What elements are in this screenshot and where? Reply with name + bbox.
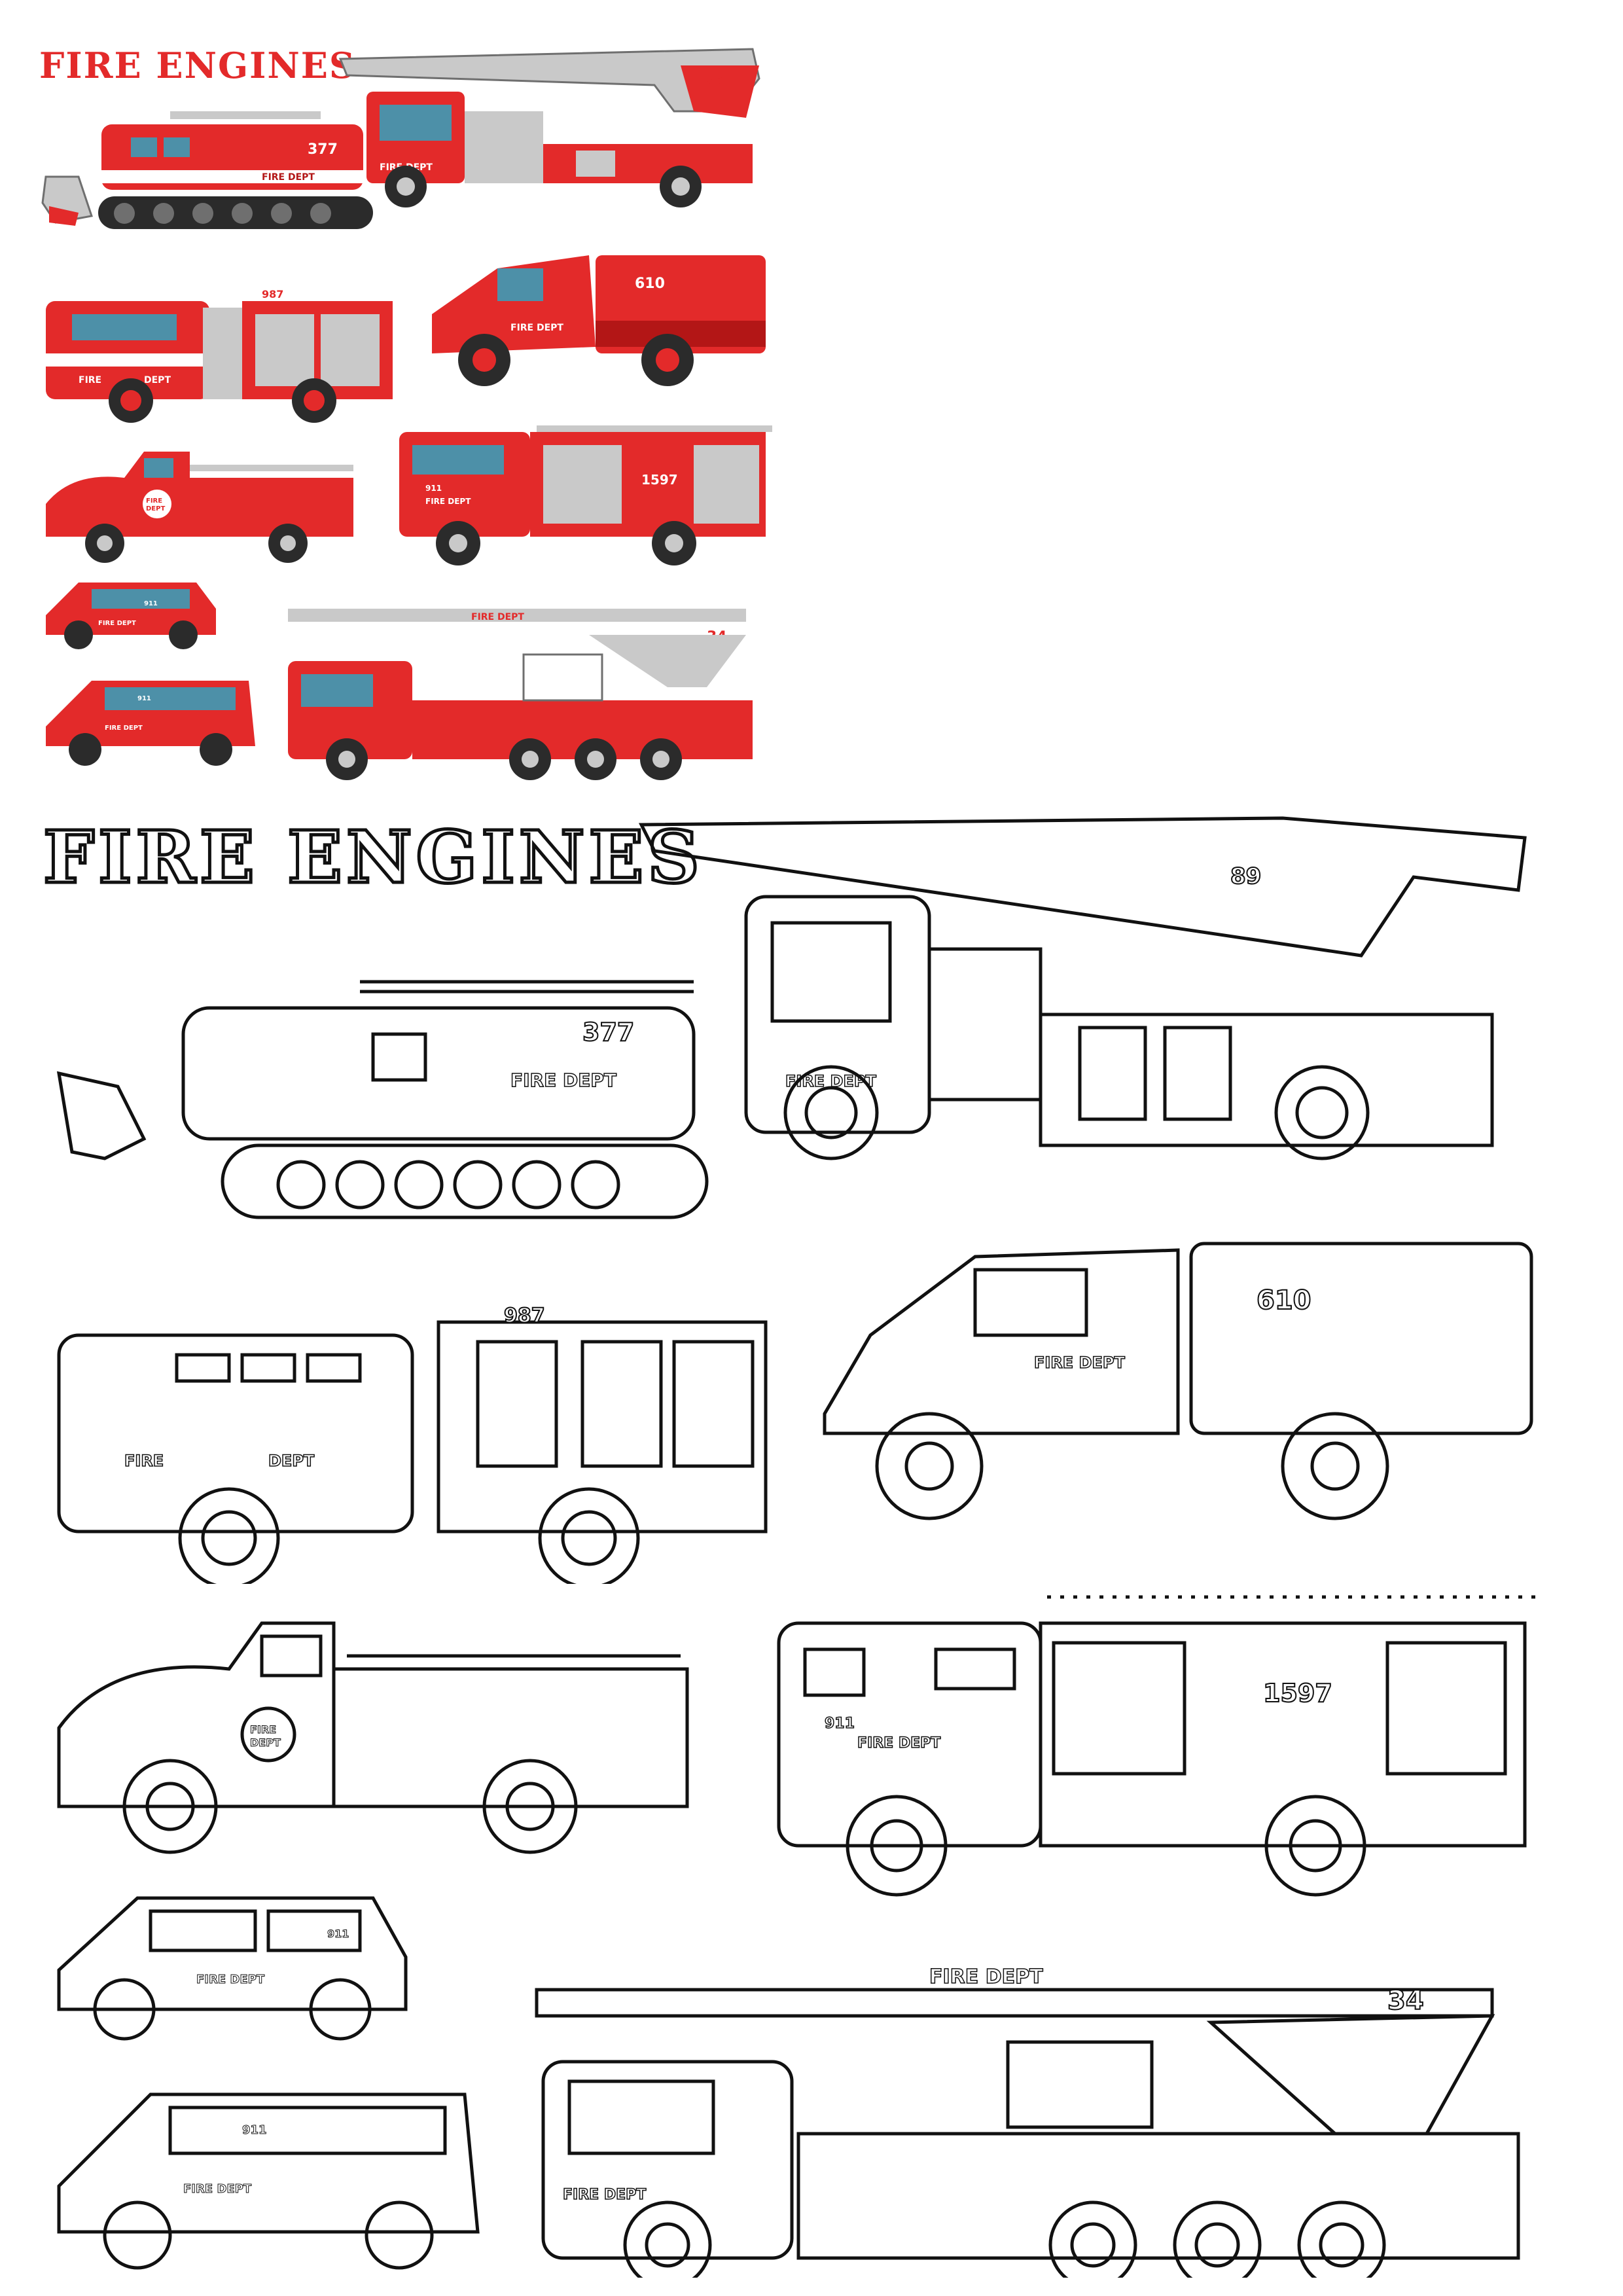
label-fire-dept: FIRE DEPT xyxy=(183,2182,252,2196)
classic-fire-truck-outline: FIRE DEPT xyxy=(46,1597,700,1859)
label-911: 911 xyxy=(825,1715,855,1732)
fire-van-color: 911 FIRE DEPT xyxy=(39,668,262,772)
label-fire-dept: FIRE DEPT xyxy=(105,725,143,732)
label-987: 987 xyxy=(504,1304,545,1327)
tracked-fire-vehicle-outline: 377 FIRE DEPT xyxy=(46,942,726,1230)
wildland-engine-icon: 610 FIRE DEPT xyxy=(432,255,766,386)
wildland-610-color: 610 FIRE DEPT xyxy=(419,242,772,393)
classic-fire-truck-icon: FIRE DEPT xyxy=(57,1621,689,1854)
label-fire-dept: FIRE DEPT xyxy=(425,497,471,506)
tracked-fire-vehicle-icon: 377 FIRE DEPT xyxy=(56,980,709,1219)
label-911: 911 xyxy=(137,695,151,702)
label-377: 377 xyxy=(308,141,338,158)
label-dept: DEPT xyxy=(146,505,165,512)
label-fire-dept: FIRE DEPT xyxy=(857,1735,940,1751)
pumper-engine-icon: 987 FIRE DEPT xyxy=(57,1304,768,1584)
page-title-outline: FIRE ENGINES xyxy=(42,814,704,901)
label-fire-dept: FIRE DEPT xyxy=(471,612,524,622)
rescue-truck-icon: 1597 911 FIRE DEPT xyxy=(399,425,772,565)
fire-van-outline: 911 FIRE DEPT xyxy=(46,2068,491,2278)
aerial-ladder-truck-icon: 89 FIRE DEPT xyxy=(638,816,1527,1160)
aerial-platform-truck-icon: FIRE DEPT 34 xyxy=(288,609,753,780)
label-fire-dept: FIRE DEPT xyxy=(510,323,563,333)
label-377: 377 xyxy=(582,1018,634,1047)
platform-34-outline: FIRE DEPT 34 FIRE DEPT xyxy=(524,1937,1544,2278)
wildland-engine-icon: 610 FIRE DEPT xyxy=(823,1242,1533,1520)
rescue-1597-color: 1597 911 FIRE DEPT xyxy=(393,419,772,569)
label-fire: FIRE xyxy=(79,375,101,386)
fire-suv-outline: 911 FIRE DEPT xyxy=(46,1872,419,2049)
fire-suv-color: 911 FIRE DEPT xyxy=(39,569,223,655)
rescue-1597-outline: 1597 911 FIRE DEPT xyxy=(766,1584,1544,1898)
classic-fire-truck-icon: FIRE DEPT xyxy=(46,452,353,563)
label-dept: DEPT xyxy=(268,1452,315,1470)
label-fire: FIRE xyxy=(124,1452,164,1470)
fire-chief-suv-icon: 911 FIRE DEPT xyxy=(57,1896,408,2041)
label-fire: FIRE xyxy=(250,1723,276,1736)
label-fire-dept: FIRE DEPT xyxy=(98,620,136,627)
label-987: 987 xyxy=(262,288,283,300)
label-fire-dept: FIRE DEPT xyxy=(563,2187,646,2203)
label-fire-dept: FIRE DEPT xyxy=(262,172,315,183)
tracked-fire-vehicle-icon: 377 FIRE DEPT xyxy=(41,111,373,229)
fire-van-icon: 911 FIRE DEPT xyxy=(57,2092,480,2270)
label-fire-dept: FIRE DEPT xyxy=(1034,1354,1125,1372)
label-89: 89 xyxy=(1230,863,1261,889)
label-1597: 1597 xyxy=(641,472,678,488)
label-dept: DEPT xyxy=(144,375,171,386)
label-1597: 1597 xyxy=(1263,1679,1332,1708)
ladder-truck-89-color: 89 FIRE DEPT xyxy=(327,39,772,216)
label-911: 911 xyxy=(425,484,442,493)
page-title-color: FIRE ENGINES xyxy=(39,45,356,86)
aerial-ladder-truck-icon: 89 FIRE DEPT xyxy=(338,48,760,207)
pumper-987-outline: 987 FIRE DEPT xyxy=(46,1283,772,1584)
ladder-truck-89-outline: 89 FIRE DEPT xyxy=(628,798,1531,1165)
pumper-engine-icon: 987 FIRE DEPT xyxy=(46,288,393,423)
label-610: 610 xyxy=(635,276,665,292)
fire-chief-suv-icon: 911 FIRE DEPT xyxy=(46,583,216,649)
label-dept: DEPT xyxy=(250,1736,281,1749)
label-911: 911 xyxy=(144,600,158,607)
tracked-fire-vehicle-color: 377 FIRE DEPT xyxy=(39,98,380,255)
pumper-987-color: 987 FIRE DEPT xyxy=(39,275,399,425)
fire-van-icon: 911 FIRE DEPT xyxy=(46,681,255,766)
label-911: 911 xyxy=(327,1928,349,1940)
label-fire-dept: FIRE DEPT xyxy=(196,1973,265,1986)
label-911: 911 xyxy=(242,2123,267,2137)
label-34: 34 xyxy=(1387,1986,1424,2016)
wildland-610-outline: 610 FIRE DEPT xyxy=(812,1217,1544,1525)
label-fire: FIRE xyxy=(146,497,162,505)
platform-34-color: FIRE DEPT 34 xyxy=(275,596,772,785)
label-fire-dept: FIRE DEPT xyxy=(929,1965,1043,1988)
aerial-platform-truck-icon: FIRE DEPT 34 FIRE DEPT xyxy=(535,1965,1520,2278)
rescue-truck-icon: 1597 911 FIRE DEPT xyxy=(777,1595,1538,1897)
label-89: 89 xyxy=(707,75,723,88)
label-fire-dept: FIRE DEPT xyxy=(510,1069,616,1091)
label-610: 610 xyxy=(1257,1285,1311,1316)
classic-fire-truck-color: FIRE DEPT xyxy=(39,439,366,569)
